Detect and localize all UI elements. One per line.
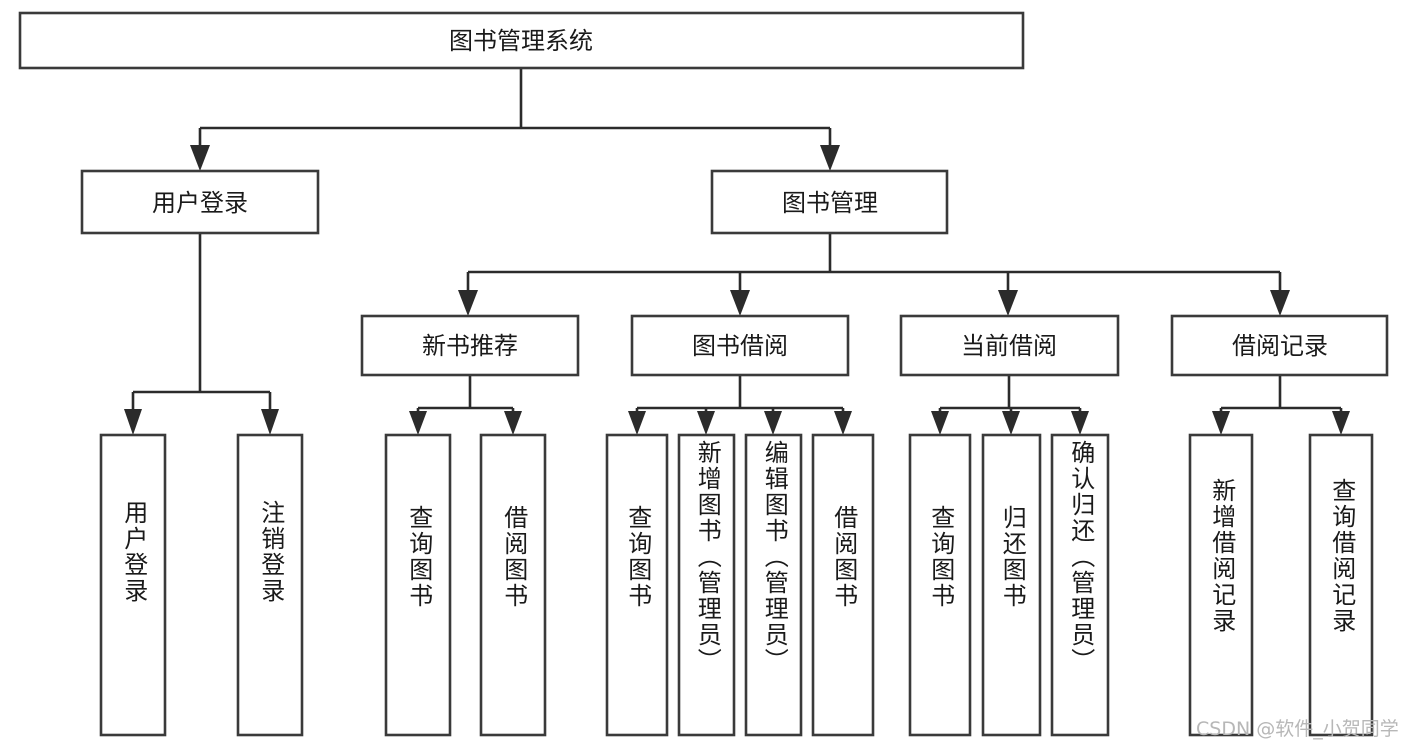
node-user-login-box[interactable] <box>80 169 320 235</box>
node-book-manage-label: 图书管理 <box>782 189 878 217</box>
arrowhead-leaf-query-book-1 <box>409 411 427 435</box>
connector-group-new-book-recommend <box>409 375 522 435</box>
node-borrow-record-box[interactable] <box>1170 314 1389 377</box>
node-book-borrow[interactable]: 图书借阅 <box>630 314 850 377</box>
node-new-book-recommend-label: 新书推荐 <box>422 332 518 360</box>
leaf-label-user-login: 用户登录 <box>119 500 148 604</box>
connector-group-borrow-record <box>1212 375 1350 435</box>
node-book-manage[interactable]: 图书管理 <box>710 169 949 235</box>
leaf-boxes <box>99 433 1374 737</box>
connector-group-book-borrow <box>628 375 852 435</box>
leaf-label-logout-login: 注销登录 <box>256 500 285 604</box>
leaf-box-edit-book-admin[interactable] <box>744 433 803 737</box>
leaf-box-borrow-book-2[interactable] <box>811 433 875 737</box>
node-new-book-recommend[interactable]: 新书推荐 <box>360 314 580 377</box>
node-root-label: 图书管理系统 <box>449 27 593 55</box>
arrowhead-new-book-recommend <box>458 290 478 316</box>
leaf-box-add-book-admin[interactable] <box>677 433 736 737</box>
node-new-book-recommend-box[interactable] <box>360 314 580 377</box>
leaf-label-query-book-3: 查询图书 <box>926 505 955 609</box>
arrowhead-leaf-borrow-book-2 <box>834 411 852 435</box>
arrowhead-leaf-query-book-3 <box>931 411 949 435</box>
node-current-borrow-box[interactable] <box>899 314 1120 377</box>
arrowhead-leaf-confirm-return-admin <box>1071 411 1089 435</box>
leaf-label-add-book-admin: 新增图书（管理员） <box>693 440 722 674</box>
arrowhead-leaf-edit-book-admin <box>764 411 782 435</box>
connector-group-user-login <box>124 233 279 435</box>
arrowhead-leaf-return-book <box>1002 411 1020 435</box>
node-book-borrow-label: 图书借阅 <box>692 332 788 360</box>
arrowhead-leaf-user-login <box>124 409 142 435</box>
arrowhead-borrow-record <box>1270 290 1290 316</box>
leaf-box-confirm-return-admin[interactable] <box>1050 433 1110 737</box>
arrowhead-leaf-add-borrow-record <box>1212 411 1230 435</box>
node-current-borrow[interactable]: 当前借阅 <box>899 314 1120 377</box>
leaf-label-borrow-book-1: 借阅图书 <box>499 505 528 609</box>
leaf-box-query-book-2[interactable] <box>605 433 669 737</box>
node-user-login-label: 用户登录 <box>152 189 248 217</box>
leaf-box-add-borrow-record[interactable] <box>1188 433 1254 737</box>
arrowhead-book-manage <box>820 145 840 171</box>
arrowhead-leaf-add-book-admin <box>697 411 715 435</box>
arrowhead-leaf-query-borrow-record <box>1332 411 1350 435</box>
arrowhead-user-login <box>190 145 210 171</box>
node-root-box[interactable] <box>18 11 1025 70</box>
connector-group-book-manage <box>458 233 1290 316</box>
connector-group-current-borrow <box>931 375 1089 435</box>
leaf-label-query-book-1: 查询图书 <box>404 505 433 609</box>
leaf-box-query-book-1[interactable] <box>384 433 452 737</box>
leaf-label-query-book-2: 查询图书 <box>623 505 652 609</box>
leaf-box-borrow-book-1[interactable] <box>479 433 547 737</box>
connector-group-root <box>190 68 840 171</box>
leaf-label-borrow-book-2: 借阅图书 <box>829 505 858 609</box>
leaf-box-logout-login[interactable] <box>236 433 304 737</box>
leaf-box-query-borrow-record[interactable] <box>1308 433 1374 737</box>
node-book-borrow-box[interactable] <box>630 314 850 377</box>
node-root[interactable]: 图书管理系统 <box>18 11 1025 70</box>
node-user-login[interactable]: 用户登录 <box>80 169 320 235</box>
leaf-label-return-book: 归还图书 <box>998 505 1027 609</box>
leaf-label-add-borrow-record: 新增借阅记录 <box>1207 478 1236 634</box>
arrowhead-leaf-borrow-book-1 <box>504 411 522 435</box>
leaf-label-edit-book-admin: 编辑图书（管理员） <box>760 440 789 674</box>
node-borrow-record[interactable]: 借阅记录 <box>1170 314 1389 377</box>
arrowhead-book-borrow <box>730 290 750 316</box>
node-borrow-record-label: 借阅记录 <box>1232 332 1328 360</box>
arrowhead-current-borrow <box>998 290 1018 316</box>
leaf-box-query-book-3[interactable] <box>908 433 972 737</box>
node-book-manage-box[interactable] <box>710 169 949 235</box>
csdn-watermark: CSDN @软件_小贺同学 <box>1196 718 1399 740</box>
arrowhead-leaf-logout-login <box>261 409 279 435</box>
leaf-box-user-login[interactable] <box>99 433 167 737</box>
leaf-box-return-book[interactable] <box>981 433 1042 737</box>
leaf-label-query-borrow-record: 查询借阅记录 <box>1327 478 1356 634</box>
leaf-label-confirm-return-admin: 确认归还（管理员） <box>1066 440 1095 674</box>
node-current-borrow-label: 当前借阅 <box>961 332 1057 360</box>
arrowhead-leaf-query-book-2 <box>628 411 646 435</box>
